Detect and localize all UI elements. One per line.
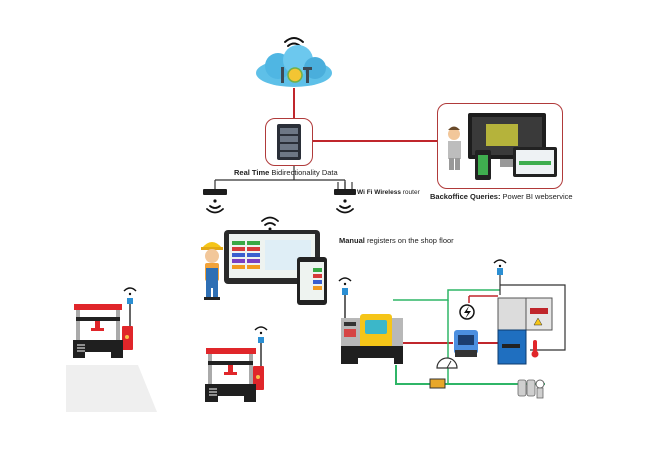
realtime-data-label: Real Time Bidirectionality Data <box>234 168 338 177</box>
server-rack-icon <box>277 124 301 160</box>
backoffice-label: Backoffice Queries: Power BI webservice <box>430 192 573 201</box>
electrical-cabinet <box>493 259 553 365</box>
backoffice-devices-icon <box>448 113 557 180</box>
lightning-icon <box>459 304 475 320</box>
wifi-router-label: Wi Fi Wireless router <box>357 189 420 196</box>
worker-icon <box>201 242 223 300</box>
cnc-machine <box>338 277 403 364</box>
pressure-gauge-icon <box>436 357 458 369</box>
air-filter-regulator-icon <box>517 379 545 399</box>
press-machine-1 <box>73 287 137 358</box>
tablet-device <box>224 230 320 284</box>
router-left-icon <box>203 189 227 214</box>
server-frame <box>265 118 313 166</box>
flow-sensor-icon <box>429 378 446 389</box>
manual-registers-label: Manual registers on the shop floor <box>339 236 454 245</box>
thermometer-icon <box>531 340 539 358</box>
backoffice-frame <box>437 103 563 189</box>
floor-shadow <box>66 365 157 412</box>
phone-device <box>297 257 327 305</box>
power-meter-icon <box>454 330 478 357</box>
press-machine-2 <box>205 326 268 402</box>
cloud-iot-icon <box>256 45 332 87</box>
wifi-router-icon <box>334 182 356 214</box>
tablet-wifi-icon <box>261 216 279 231</box>
